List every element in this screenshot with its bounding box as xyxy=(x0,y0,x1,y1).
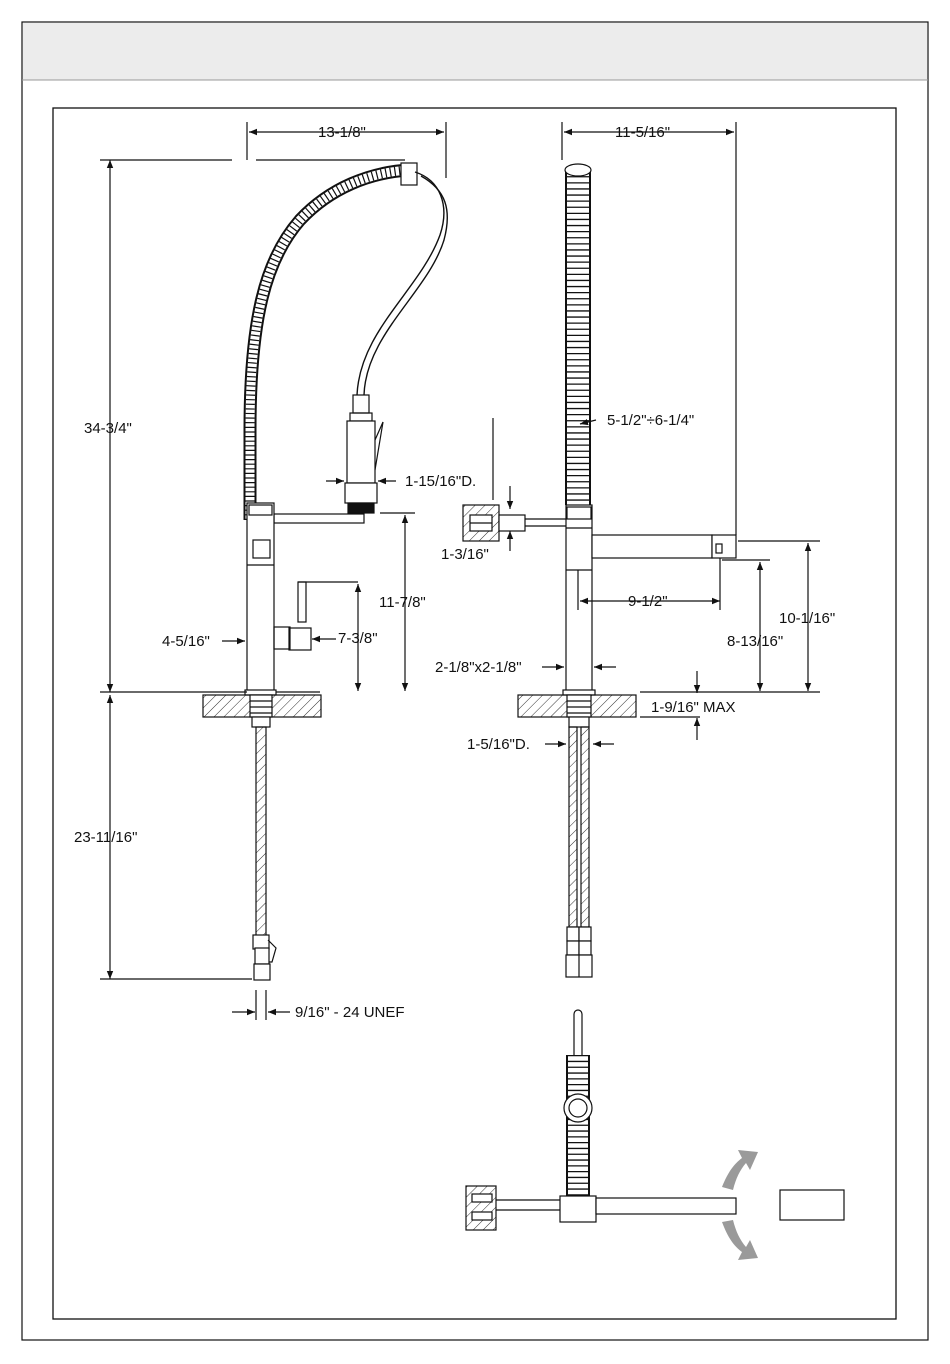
front-braided-hose-right xyxy=(581,727,589,927)
top-view-faucet xyxy=(466,1010,844,1230)
dim-spout-clearance: 8-13/16" xyxy=(727,633,783,650)
dim-spout-height: 11-7/8" xyxy=(379,594,426,611)
side-braided-hose xyxy=(256,727,266,937)
dim-overall-spout-height: 10-1/16" xyxy=(779,610,835,627)
empty-label-box xyxy=(780,1190,844,1220)
dim-shank-diameter: 1-5/16"D. xyxy=(467,736,530,753)
dim-spray-diameter: 1-15/16"D. xyxy=(405,473,476,490)
front-view-faucet xyxy=(463,122,820,977)
dim-side-width: 13-1/8" xyxy=(318,124,366,141)
drawing-frame xyxy=(53,108,896,1319)
front-braided-hose-left xyxy=(569,727,577,927)
side-view-faucet xyxy=(100,122,447,1020)
dim-body-width: 4-5/16" xyxy=(162,633,210,650)
dim-deck-thickness: 1-9/16" MAX xyxy=(651,699,736,716)
dim-spout-reach: 9-1/2" xyxy=(628,593,668,610)
dim-lever-height: 7-3/8" xyxy=(338,630,378,647)
dim-hose-length: 23-11/16" xyxy=(74,829,137,846)
side-spring-coil xyxy=(250,170,410,520)
dim-spring-range: 5-1/2"÷6-1/4" xyxy=(607,412,694,429)
header-band xyxy=(23,23,927,80)
dim-base-size: 2-1/8"x2-1/8" xyxy=(435,659,522,676)
dim-thread: 9/16" - 24 UNEF xyxy=(295,1004,405,1021)
dim-front-width: 11-5/16" xyxy=(615,124,670,141)
outer-frame xyxy=(22,22,928,1340)
dim-side-height: 34-3/4" xyxy=(84,420,132,437)
dim-wall-mount: 1-3/16" xyxy=(441,546,489,563)
